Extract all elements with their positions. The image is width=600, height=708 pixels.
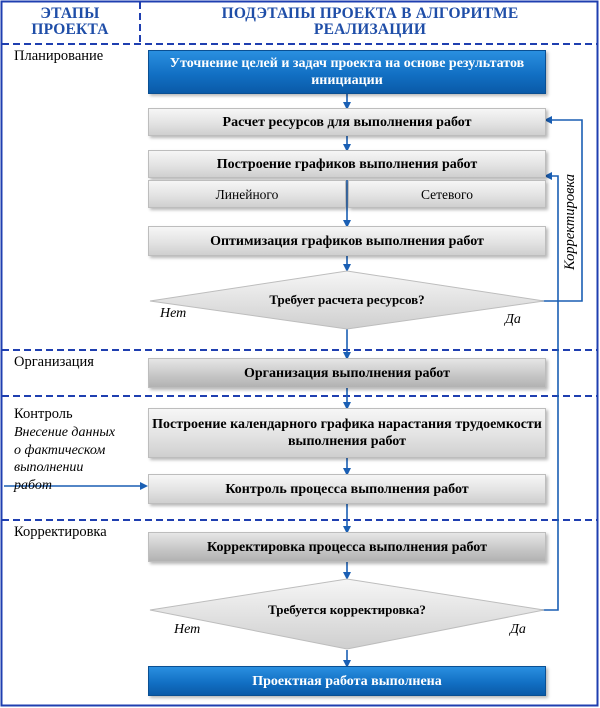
step-control-process: Контроль процесса выполнения работ bbox=[148, 474, 546, 504]
feedback-label: Корректировка bbox=[562, 173, 578, 270]
step-linear-schedule: Линейного bbox=[148, 180, 346, 208]
stage-planning: Планирование bbox=[14, 48, 104, 64]
decision-1-no: Нет bbox=[160, 306, 187, 321]
step-build-schedules: Построение графиков выполнения работ bbox=[148, 150, 546, 178]
header-substages: ПОДЭТАПЫ ПРОЕКТА В АЛГОРИТМЕ РЕАЛИЗАЦИИ bbox=[221, 5, 519, 38]
stage-organization: Организация bbox=[14, 354, 94, 370]
decision-2-no: Нет bbox=[174, 622, 201, 637]
step-network-schedule: Сетевого bbox=[348, 180, 546, 208]
header-stages: ЭТАПЫ ПРОЕКТА bbox=[31, 5, 109, 38]
decision-diamond-1 bbox=[149, 270, 545, 330]
decision-1-question: Требует расчета ресурсов? bbox=[269, 292, 425, 307]
step-organize-work: Организация выполнения работ bbox=[148, 358, 546, 388]
step-clarify-goals: Уточнение целей и задач проекта на основ… bbox=[148, 50, 546, 94]
decision-diamond-2 bbox=[149, 578, 545, 650]
step-project-done: Проектная работа выполнена bbox=[148, 666, 546, 696]
decision-2-yes: Да bbox=[510, 622, 526, 637]
stage-control-note: Внесение данных о фактическом выполнении… bbox=[14, 425, 116, 493]
stage-control: Контроль bbox=[14, 406, 73, 422]
decision-2-question: Требуется корректировка? bbox=[268, 602, 426, 617]
stage-correction: Корректировка bbox=[14, 524, 107, 540]
step-optimize-schedules: Оптимизация графиков выполнения работ bbox=[148, 226, 546, 256]
step-resource-calculation: Расчет ресурсов для выполнения работ bbox=[148, 108, 546, 136]
step-correct-process: Корректировка процесса выполнения работ bbox=[148, 532, 546, 562]
step-calendar-schedule: Построение календарного графика нарастан… bbox=[148, 408, 546, 458]
decision-1-yes: Да bbox=[505, 312, 521, 327]
